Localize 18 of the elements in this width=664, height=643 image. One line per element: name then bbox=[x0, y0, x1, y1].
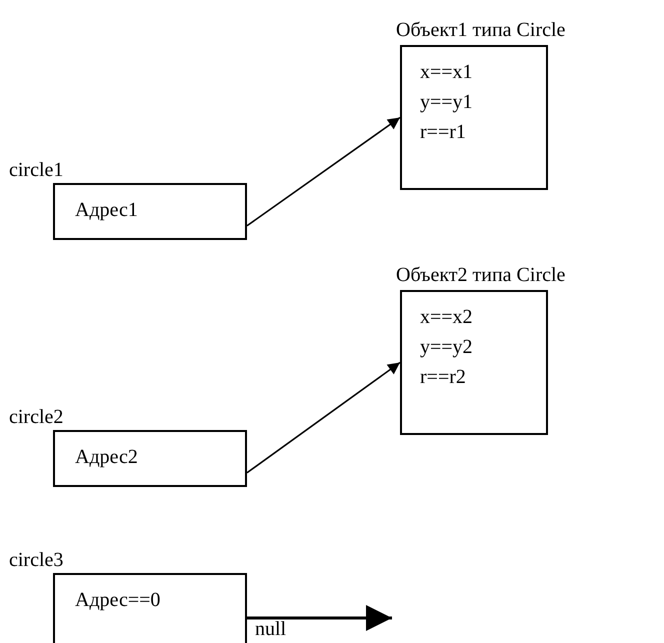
arrow bbox=[247, 605, 392, 631]
field-value: r==r1 bbox=[420, 120, 466, 145]
edge-label: null bbox=[255, 620, 286, 638]
field-value: y==y2 bbox=[420, 335, 473, 360]
object-heading: Объект2 типа Circle bbox=[396, 264, 566, 286]
arrow bbox=[246, 362, 400, 474]
field-value: y==y1 bbox=[420, 90, 473, 115]
variable-name: circle3 bbox=[9, 549, 64, 571]
variable-name: circle2 bbox=[9, 406, 64, 428]
address-value: Адрес2 bbox=[75, 445, 138, 470]
field-value: r==r2 bbox=[420, 365, 466, 390]
field-value: x==x2 bbox=[420, 305, 473, 330]
address-value: Адрес==0 bbox=[75, 588, 160, 613]
field-value: x==x1 bbox=[420, 60, 473, 85]
variable-name: circle1 bbox=[9, 159, 64, 181]
object-heading: Объект1 типа Circle bbox=[396, 19, 566, 41]
arrow bbox=[246, 116, 400, 226]
address-value: Адрес1 bbox=[75, 198, 138, 223]
